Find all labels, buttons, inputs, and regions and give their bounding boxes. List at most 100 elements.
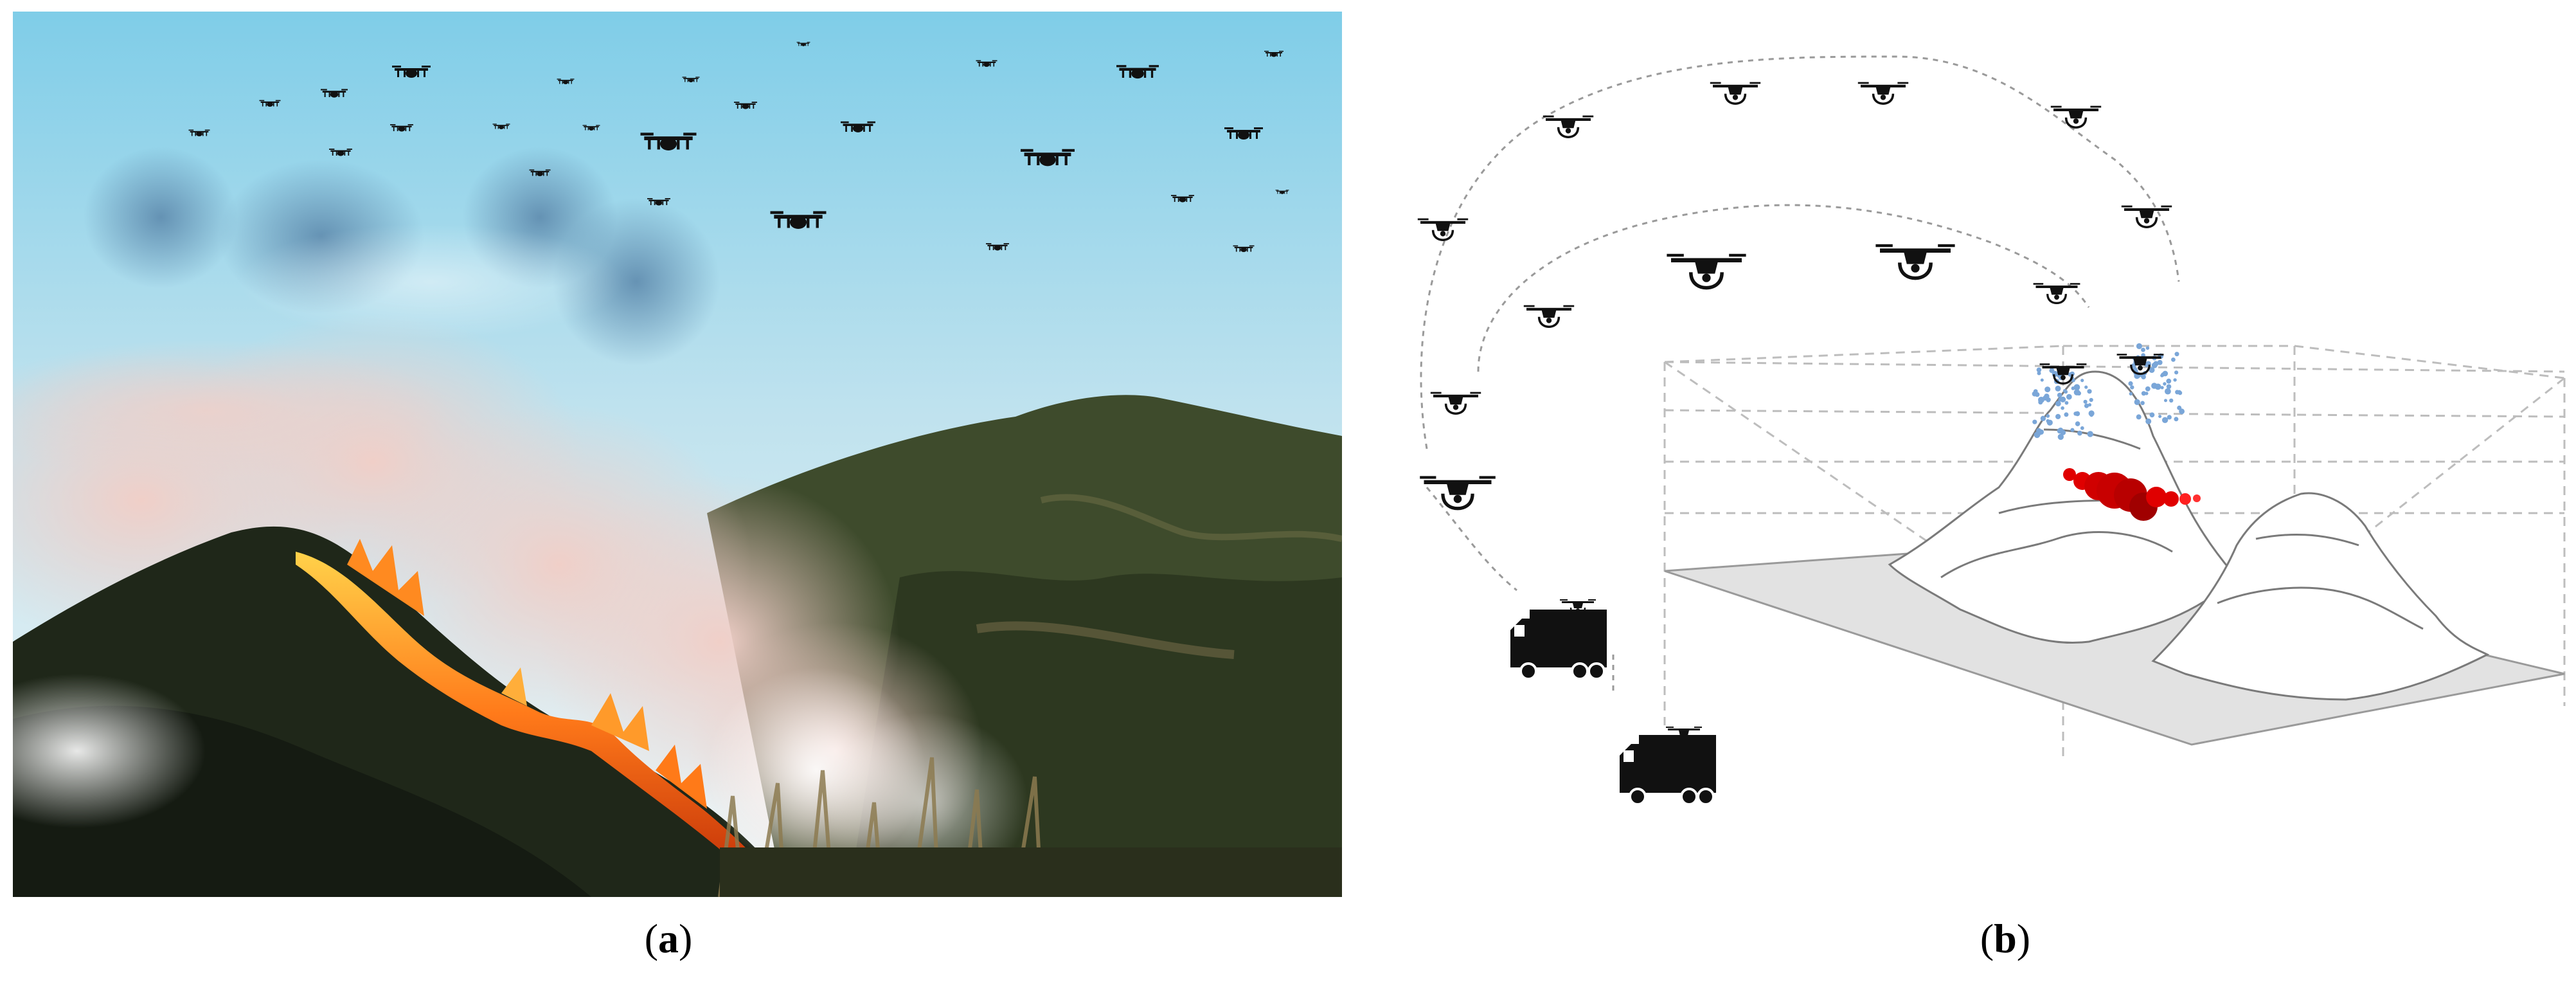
sensor-dot (2140, 401, 2145, 406)
sensor-dot (2083, 399, 2088, 404)
sensor-dot (2062, 389, 2067, 393)
sensor-dot (2174, 370, 2179, 375)
sensor-dot (2073, 389, 2080, 395)
sensor-dot (2158, 415, 2162, 419)
sensor-dot (2057, 392, 2062, 398)
panel-b-schematic (1382, 12, 2571, 867)
sensor-dot (2179, 408, 2185, 415)
sensor-dot (2171, 358, 2176, 362)
panel-a-wildfire-photo (13, 12, 1342, 897)
sensor-dot (2162, 370, 2169, 377)
sensor-readings (2032, 343, 2185, 440)
drone-icon (1417, 217, 1469, 241)
drone-icon (1667, 254, 1746, 288)
sensor-dot (2046, 419, 2053, 426)
drone-icon (1875, 244, 1954, 278)
drone-icon (1523, 303, 1575, 328)
sensor-dot (2129, 392, 2133, 396)
sensor-dot (2084, 403, 2089, 408)
communication-links (1420, 55, 2180, 693)
sensor-dot (2151, 383, 2158, 389)
sensor-dot (2044, 394, 2050, 399)
sensor-dot (2164, 399, 2167, 403)
sensor-dot (2077, 430, 2082, 436)
sensor-dot (2163, 382, 2167, 386)
sensor-dot (2174, 417, 2179, 422)
drone-network-diagram (1417, 55, 2566, 806)
sensor-dot (2055, 401, 2061, 406)
sensor-dot (2128, 381, 2133, 386)
sensor-dot (2141, 347, 2145, 352)
fire-hotspots (2063, 468, 2201, 521)
sensor-dot (2037, 371, 2041, 376)
sensor-dot (2061, 406, 2064, 410)
sensor-dot (2073, 384, 2080, 391)
sensor-dot (2080, 426, 2084, 430)
sensor-dot (2130, 385, 2134, 390)
sensor-dot (2145, 346, 2150, 350)
sensor-dot (2040, 415, 2046, 421)
sensor-dot (2064, 401, 2069, 405)
sensor-dot (2049, 368, 2055, 374)
sensor-dot (2149, 367, 2155, 373)
sensor-dot (2174, 352, 2179, 357)
drone-icon (1420, 476, 1496, 508)
sensor-dot (2134, 399, 2140, 406)
sensor-dot (2087, 389, 2092, 394)
sensor-dot (2166, 384, 2172, 390)
sensor-dot (2178, 390, 2181, 394)
sensor-dot (2075, 421, 2080, 426)
sensor-dot (2055, 413, 2061, 420)
sensor-dot (2057, 428, 2063, 434)
sensor-dot (2157, 359, 2163, 365)
truck-icon (1618, 734, 1717, 806)
sensor-dot (2167, 415, 2172, 420)
sensor-dot (2038, 400, 2043, 405)
sensor-dot (2169, 398, 2174, 403)
sensor-dot (2089, 397, 2093, 403)
sensor-dot (2089, 413, 2093, 417)
sensor-dot (2066, 394, 2072, 400)
sensor-dot (2071, 378, 2075, 383)
truck-icon (1509, 608, 1608, 680)
sensor-dot (2145, 386, 2151, 392)
sensor-dot (2040, 378, 2044, 382)
sensor-dot (2073, 412, 2078, 416)
caption-b: (b) (1980, 916, 2031, 961)
sensor-dot (2173, 378, 2177, 382)
drone-icon (2050, 104, 2102, 129)
sensor-dot (2141, 391, 2146, 396)
drone-icon (1542, 114, 1595, 138)
sensor-dot (2044, 386, 2051, 393)
sensor-dot (2035, 392, 2040, 397)
sensor-dot (2036, 367, 2042, 373)
sensor-dot (2055, 385, 2061, 392)
sensor-dot (2032, 419, 2037, 424)
sensor-dot (2151, 362, 2158, 368)
sensor-dot (2087, 431, 2093, 437)
sensor-dot (2058, 397, 2062, 402)
sensor-dot (2166, 378, 2172, 384)
sensor-dot (2136, 414, 2142, 420)
wildfire-scene (13, 12, 1342, 897)
sensor-dot (2038, 429, 2044, 435)
sensor-dot (2136, 343, 2142, 350)
sensor-dot (2088, 403, 2091, 407)
sensor-dot (2070, 428, 2075, 432)
sensor-dot (2145, 418, 2152, 424)
sensor-dot (2161, 417, 2169, 423)
sensor-dot (2160, 386, 2164, 390)
sensor-dot (2080, 379, 2084, 383)
sensor-dot (2064, 412, 2069, 417)
drone-icon (2032, 282, 2082, 305)
sensor-dot (2149, 412, 2155, 418)
sensor-dot (2057, 433, 2064, 440)
drone-icon (1429, 390, 1482, 415)
sensor-dot (2140, 374, 2144, 378)
caption-a: (a) (644, 916, 693, 961)
drone-icon (1857, 80, 1910, 105)
sensor-dot (2165, 388, 2171, 395)
sensor-dot (2084, 385, 2088, 389)
drone-icon (1709, 80, 1762, 105)
